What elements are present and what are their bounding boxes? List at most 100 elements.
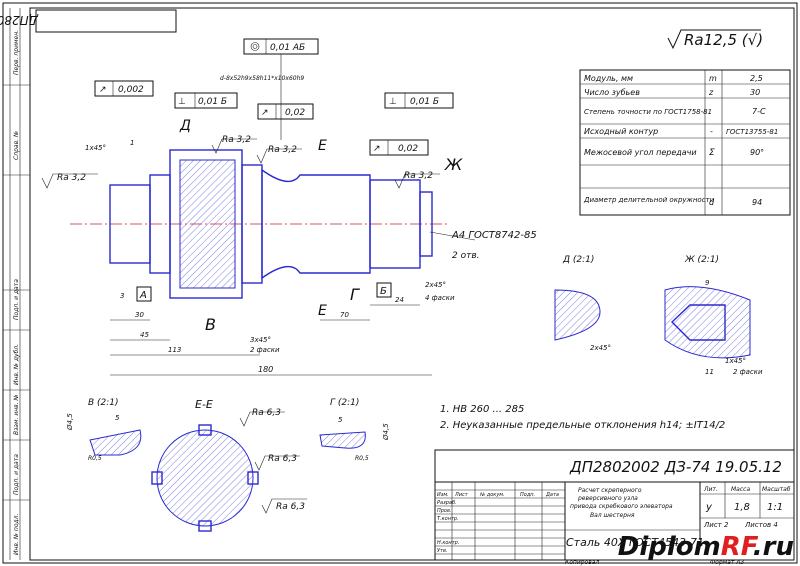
dim-113: 113: [168, 346, 181, 354]
title-head-3: Подп.: [520, 492, 535, 498]
title-copied: Копировал: [565, 559, 599, 566]
title-name-3: Вал шестерня: [590, 512, 635, 519]
dim-1: 1: [130, 139, 134, 147]
params-table: Модуль, мм m 2,5 Число зубьев z 30 Степе…: [579, 69, 791, 216]
title-format: Формат А3: [710, 559, 744, 566]
svg-text:↗: ↗: [373, 144, 381, 154]
dim-total: 180: [258, 365, 273, 374]
general-roughness-sign: [667, 29, 761, 50]
param-sym-0: m: [709, 74, 717, 83]
chamfer-bottom-note: 2 фаски: [250, 346, 280, 354]
label-e-bottom: Е: [318, 303, 327, 319]
title-role-4: Н.контр.: [437, 540, 459, 546]
param-sym-1: z: [708, 88, 714, 97]
svg-text:↗: ↗: [99, 85, 107, 95]
title-sheets: Листов 4: [744, 521, 778, 529]
param-val-0: 2,5: [750, 74, 763, 83]
title-scale: 1:1: [767, 502, 783, 513]
label-d: Д: [179, 118, 191, 134]
chamfer-left: 1х45°: [85, 144, 106, 152]
detail-g-dim5: 5: [338, 416, 343, 424]
section-splines: [151, 424, 259, 532]
param-sym-4: Σ: [709, 148, 715, 158]
param-val-4: 90°: [750, 148, 764, 157]
title-head-4: Дата: [545, 492, 559, 498]
roughness-4: Rа 6,3: [252, 408, 281, 418]
section-circle: [156, 429, 254, 527]
title-head-2: № докум.: [479, 492, 505, 498]
param-val-2: 7-С: [752, 107, 766, 116]
title-head-1: Лист: [454, 492, 469, 498]
tol-runout-right: 0,02: [398, 144, 418, 154]
detail-v-radius: R0,5: [88, 455, 102, 462]
detail-zh-note: 2 фаски: [733, 368, 763, 376]
roughness-5: Rа 6,3: [268, 454, 297, 464]
roughness-6: Rа 6,3: [276, 502, 305, 512]
param-label-3: Исходный контур: [584, 127, 658, 136]
side-label-4: Взам. инв. №: [13, 394, 20, 435]
title-scale-label: Масштаб: [762, 486, 791, 493]
chamfer-bottom: 3х45°: [250, 336, 271, 344]
stamp-box: [35, 9, 177, 33]
svg-text:⊥: ⊥: [178, 97, 186, 107]
dim-3: 3: [120, 292, 124, 300]
title-mass-label: Масса: [731, 486, 750, 493]
title-material: Сталь 40Х ГОСТ4543-71: [566, 536, 704, 549]
roughness-2: Rа 3,2: [268, 145, 297, 155]
side-label-2: Подп. и дата: [13, 279, 20, 320]
detail-d-title: Д (2:1): [562, 255, 594, 265]
label-zh: Ж: [444, 155, 463, 174]
param-label-4: Межосевой угол передачи: [584, 148, 697, 157]
detail-zh-dim11: 11: [705, 368, 714, 376]
dim-70: 70: [340, 311, 349, 319]
dim-24: 24: [395, 296, 404, 304]
svg-text:↗: ↗: [261, 108, 269, 118]
param-sym-3: -: [710, 127, 713, 136]
detail-v-dia: Ø4,5: [66, 413, 74, 431]
label-v: В: [205, 315, 216, 334]
param-val-3: ГОСТ13755-81: [726, 128, 778, 136]
param-label-0: Модуль, мм: [584, 74, 633, 83]
datum-a: А: [139, 290, 147, 301]
title-sheet: Лист 2: [703, 521, 729, 529]
param-label-6: Диаметр делительной окружности: [583, 196, 715, 204]
shaft-view: [70, 149, 450, 299]
param-label-1: Число зубьев: [584, 88, 640, 97]
title-role-0: Разраб.: [437, 500, 457, 506]
side-strip: Перв. примен. Справ. № Подп. и дата Инв.…: [3, 8, 30, 560]
label-e-top: Е: [318, 138, 327, 154]
title-role-1: Пров.: [437, 508, 452, 514]
spline-spec: d-8х52h9х58h11*x10x60h9: [220, 75, 304, 82]
chamfer-right: 2х45°: [425, 281, 446, 289]
title-name-1: реверсивного узла: [577, 495, 638, 502]
detail-g-title: Г (2:1): [330, 398, 359, 408]
label-g: Г: [350, 285, 360, 304]
watermark-logo: DiplomRF.ru: [617, 532, 794, 562]
section-title: Е-Е: [195, 398, 213, 411]
general-roughness: Ra12,5 (√): [684, 31, 763, 49]
title-mass: 1,8: [734, 502, 750, 513]
param-val-1: 30: [750, 88, 760, 97]
tol-concentricity: 0,01 АБ: [270, 43, 305, 53]
title-lit: у: [705, 502, 713, 513]
roughness-0: Rа 3,2: [57, 173, 86, 183]
dim-30: 30: [135, 311, 144, 319]
detail-d-chamfer: 2х45°: [590, 344, 611, 352]
tol-perp-d: 0,01 Б: [198, 97, 227, 107]
dimensions: 180 113 45 30 70 24 1 3: [110, 139, 432, 376]
detail-zh-title: Ж (2:1): [684, 255, 719, 265]
title-role-2: Т.контр.: [437, 516, 459, 522]
title-head-0: Изм.: [437, 492, 449, 498]
svg-text:⊥: ⊥: [389, 97, 397, 107]
title-name-2: привода скребкового элеватора: [570, 503, 673, 510]
detail-zh-dim9: 9: [705, 279, 710, 287]
side-label-5: Подп. и дата: [13, 454, 20, 495]
note-1: 1. НВ 260 ... 285: [440, 404, 524, 415]
tol-runout-center: 0,02: [285, 108, 305, 118]
param-val-6: 94: [752, 198, 762, 207]
centre-hole-note: 2 отв.: [452, 251, 480, 261]
title-lit-label: Лит.: [703, 486, 718, 493]
